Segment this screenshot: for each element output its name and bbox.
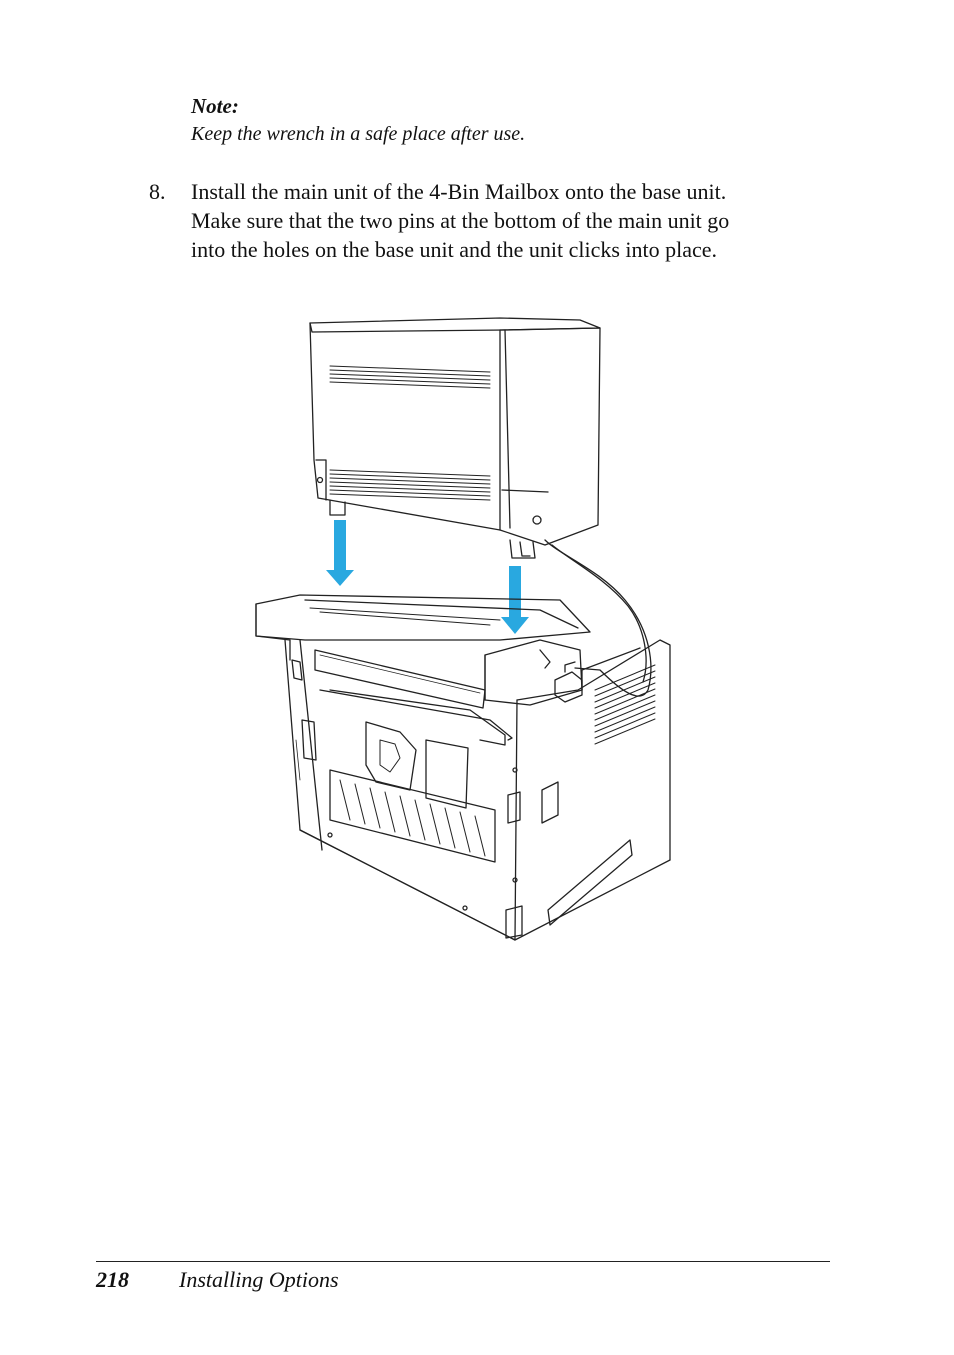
section-title: Installing Options (179, 1267, 339, 1292)
mailbox-main-unit (309, 317, 652, 697)
page-number: 218 (96, 1267, 129, 1292)
step-number: 8. (149, 179, 166, 204)
printer-base-unit (255, 594, 671, 941)
step-text-line-3: into the holes on the base unit and the … (191, 237, 718, 262)
note-block: Note: Keep the wrench in a safe place af… (191, 92, 525, 148)
note-title: Note: (191, 94, 239, 118)
down-arrow-right (501, 566, 529, 634)
note-text: Keep the wrench in a safe place after us… (191, 123, 526, 145)
step-text: Install the main unit of the 4-Bin Mailb… (191, 177, 851, 264)
step-text-line-2: Make sure that the two pins at the botto… (191, 208, 730, 233)
down-arrow-left (326, 520, 354, 586)
footer-rule (96, 1261, 830, 1262)
mailbox-installation-illustration (255, 317, 671, 941)
step-text-line-1: Install the main unit of the 4-Bin Mailb… (191, 179, 727, 204)
